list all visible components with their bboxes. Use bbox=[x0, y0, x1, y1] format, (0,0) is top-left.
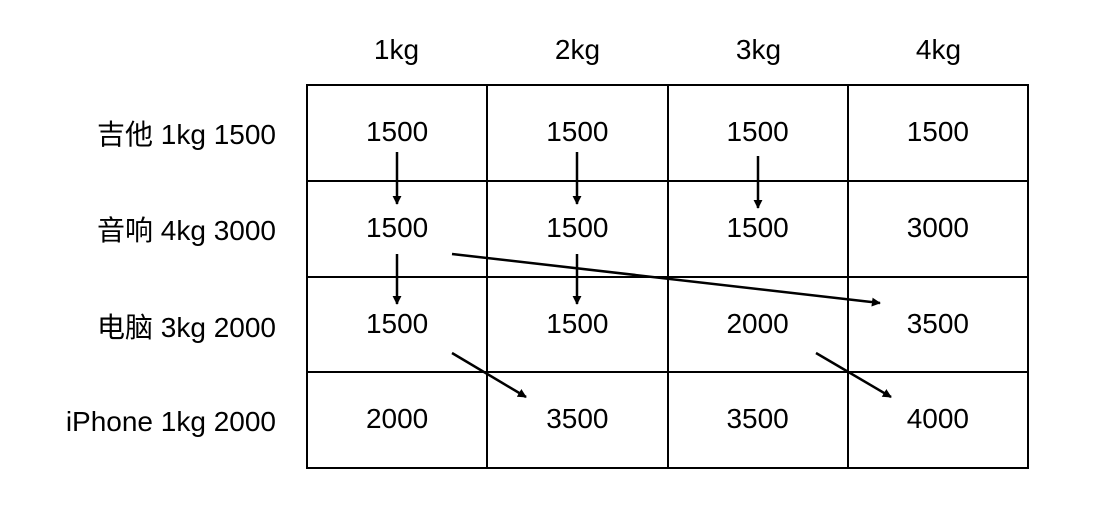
table-cell: 1500 bbox=[488, 86, 669, 182]
table-cell: 4000 bbox=[848, 373, 1029, 469]
table-cell: 1500 bbox=[488, 181, 669, 278]
table-cell: 1500 bbox=[308, 86, 489, 182]
row-label-laptop: 电脑 3kg 2000 bbox=[97, 312, 276, 343]
table-cell: 1500 bbox=[848, 86, 1029, 182]
row-label-stereo: 音响 4kg 3000 bbox=[97, 215, 276, 246]
table-cell: 1500 bbox=[668, 86, 849, 182]
table-cell: 3500 bbox=[848, 277, 1029, 374]
table-cell: 1500 bbox=[488, 277, 669, 374]
table-cell: 1500 bbox=[308, 181, 489, 278]
table-cell: 1500 bbox=[668, 181, 849, 278]
column-header-1kg: 1kg bbox=[373, 34, 420, 65]
row-label-guitar: 吉他 1kg 1500 bbox=[97, 119, 276, 150]
table-cell: 3000 bbox=[848, 181, 1029, 278]
table-cell: 2000 bbox=[308, 373, 489, 469]
table-cell: 3500 bbox=[668, 373, 849, 469]
table-cell: 2000 bbox=[668, 277, 849, 374]
column-header-3kg: 3kg bbox=[735, 34, 782, 65]
table-cell: 3500 bbox=[488, 373, 669, 469]
column-header-4kg: 4kg bbox=[915, 34, 962, 65]
column-header-2kg: 2kg bbox=[554, 34, 601, 65]
row-label-iphone: iPhone 1kg 2000 bbox=[65, 406, 276, 437]
dp-table: 1500 1500 1500 1500 1500 1500 1500 3000 … bbox=[306, 84, 1029, 469]
table-cell: 1500 bbox=[308, 277, 489, 374]
